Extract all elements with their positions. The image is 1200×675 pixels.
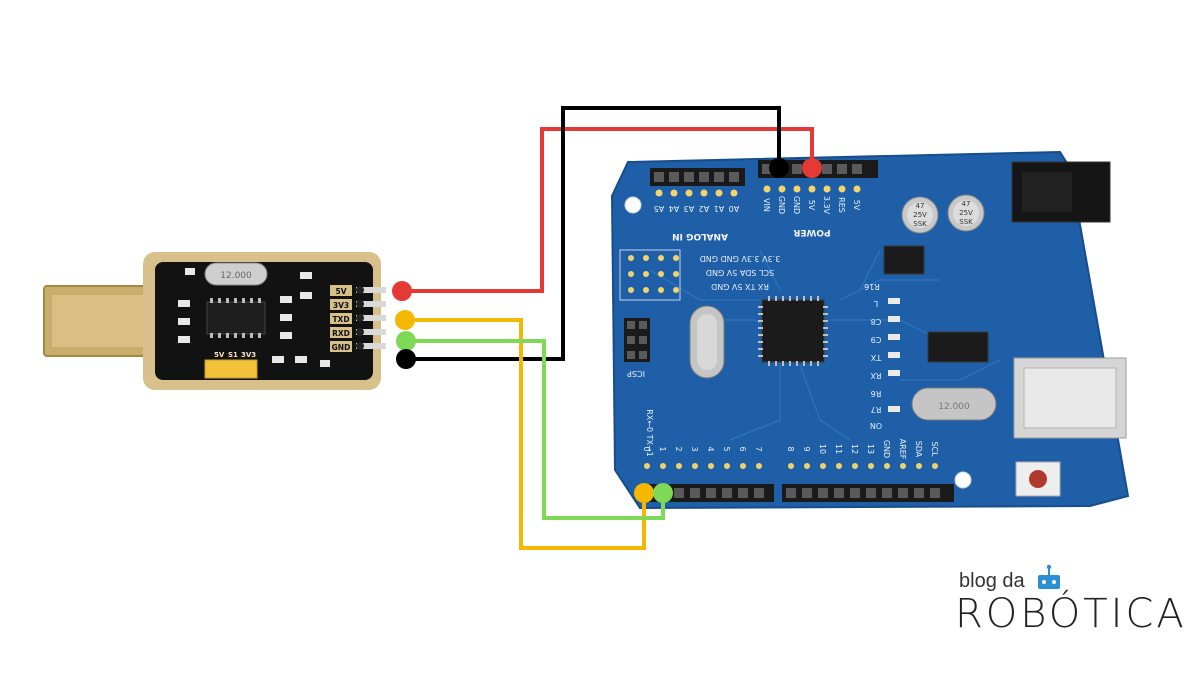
adapter-pin-txd: TXD [332,315,349,324]
digital-pin-4: 4 [706,446,715,451]
wire-end-gnd-board [769,158,789,178]
wire-endpoints [392,158,822,503]
cap1-series: SSK [913,220,927,228]
analog-pin-a0: A0 [729,204,740,213]
aux-row-2: SCL SDA 5V GND [706,268,774,277]
adapter-pin-5v: 5V [335,287,346,296]
label-r16: R16 [864,282,880,291]
digital-pin-aref: AREF [898,439,907,460]
power-header-title: POWER [793,227,830,237]
robot-icon [1038,564,1060,589]
power-pin-3v3: 3.3V [822,196,831,215]
cap1-voltage: 25V [913,211,927,219]
arduino-board: A5 A4 A3 A2 A1 A0 ANALOG IN VIN GND GND [610,150,1130,510]
voltage-jumper[interactable] [204,359,258,379]
cap1-value: 47 [916,202,925,210]
digital-pin-12: 12 [850,444,859,454]
board-crystal-12mhz [911,387,997,421]
adapter-pin-labels: 5V 3V3 TXD RXD GND [330,285,352,352]
power-pin-5v: 5V [807,200,816,211]
digital-pin-6: 6 [738,446,747,451]
wire-end-rx-board [634,483,654,503]
icsp-header: ICSP [624,318,650,378]
digital-pin-13: 13 [866,444,875,454]
rx-tx-label: RX←0 TX→1 [645,409,654,457]
digital-pin-7: 7 [754,446,763,451]
adapter-crystal [204,262,268,286]
analog-pin-a3: A3 [684,204,695,213]
adapter-crystal-label: 12.000 [220,271,252,281]
wire-txd-rx [405,318,646,550]
digital-pin-scl: SCL [930,441,939,457]
aux-row-1: 3.3V 3.3V GND GND [700,254,781,263]
power-pin-gnd-1: GND [777,196,786,214]
icsp-label: ICSP [627,369,645,378]
label-r6: R6 [871,389,882,398]
arduino-pcb [610,150,1130,510]
atmega-chip [761,299,825,363]
label-r7: R7 [871,405,882,414]
jumper-label-5v: 5V [214,351,225,359]
label-l: L [873,299,878,308]
wire-end-5v-adapter [392,281,412,301]
analog-pin-a5: A5 [654,204,665,213]
analog-header: A5 A4 A3 A2 A1 A0 ANALOG IN [650,168,745,241]
digital-pin-sda: SDA [914,441,923,458]
blog-da-robotica-logo: blog da ROBÓTICA [955,564,1187,637]
adapter-pin-3v3: 3V3 [333,301,349,310]
cap2-voltage: 25V [959,209,973,217]
capacitor-2: 47 25V SSK [947,194,985,232]
power-pin-vin: VIN [762,198,771,212]
aux-row-3: RX TX 5V GND [711,282,769,291]
digital-pin-10: 10 [818,444,827,454]
label-tx: TX [870,353,882,362]
power-pin-gnd-2: GND [792,196,801,214]
cap2-value: 47 [962,200,971,208]
analog-pin-a4: A4 [669,204,680,213]
digital-pin-8: 8 [786,446,795,451]
label-c9: C9 [871,335,882,344]
label-rx: RX [870,371,882,380]
wire-end-5v-board [802,158,822,178]
label-c8: C8 [871,317,882,326]
adapter-pin-rxd: RXD [332,329,350,338]
digital-pin-0: 0 [642,446,651,451]
analog-pin-a1: A1 [714,204,725,213]
adapter-pin-gnd: GND [332,343,351,352]
usb-chip [927,331,989,363]
analog-pin-a2: A2 [699,204,710,213]
jumper-label-3v3: 3V3 [241,351,256,359]
wires [402,106,814,550]
power-pin-res: RES [837,197,846,213]
adapter-chip [206,301,266,335]
wire-gnd [406,106,781,361]
wire-rxd-tx [406,339,665,520]
jumper-label-s1: S1 [228,351,238,359]
wire-end-tx-board [653,483,673,503]
power-pin-5v-2: 5V [852,200,861,211]
logo-big-text: ROBÓTICA [955,589,1187,637]
aux-pin-block: 3.3V 3.3V GND GND SCL SDA 5V GND RX TX 5… [619,249,781,301]
digital-pin-2: 2 [674,446,683,451]
capacitor-1: 47 25V SSK [901,196,939,234]
analog-header-title: ANALOG IN [672,231,728,241]
wire-end-gnd-adapter [396,349,416,369]
logo-small-text: blog da [959,570,1025,592]
digital-pin-11: 11 [834,444,843,454]
digital-pin-1: 1 [658,446,667,451]
wire-end-rxd-adapter [396,331,416,351]
wire-end-txd-adapter [395,310,415,330]
label-on: ON [870,421,882,430]
regulator [883,245,925,275]
digital-pin-3: 3 [690,446,699,451]
digital-pin-9: 9 [802,446,811,451]
led-labels: R16 L C8 C9 TX RX R6 R7 ON [864,282,882,430]
board-crystal-label: 12.000 [938,402,970,412]
wire-5v [402,127,814,293]
usb-serial-adapter: 12.000 5V S1 3V3 5V 3V3 TXD [43,252,386,390]
digital-pin-gnd: GND [882,440,891,458]
digital-pin-5: 5 [722,446,731,451]
cap2-series: SSK [959,218,973,226]
